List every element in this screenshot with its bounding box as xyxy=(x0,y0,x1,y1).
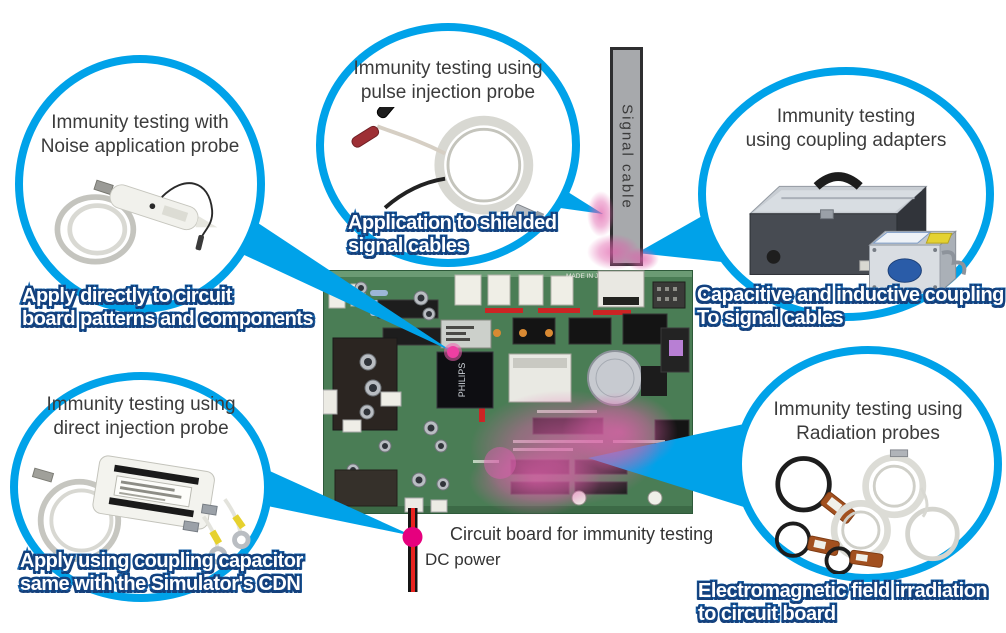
callout-title: Immunity testing using Radiation probes xyxy=(773,398,962,446)
side-connector xyxy=(322,389,338,415)
caption-line: Apply directly to circuit xyxy=(20,283,235,310)
callout-title: Immunity testing using direct injection … xyxy=(46,393,235,441)
caption-radiation-probes: Electromagnetic field irradiation to cir… xyxy=(695,578,990,628)
title-line: pulse injection probe xyxy=(360,82,536,103)
caption-direct-injection-probe: Apply using coupling capacitor same with… xyxy=(17,548,306,598)
callout-title: Immunity testing using pulse injection p… xyxy=(353,57,542,105)
mounting-hole xyxy=(647,490,663,506)
memory-chip xyxy=(568,317,612,345)
title-line: Radiation probes xyxy=(796,423,940,444)
tantalum-caps xyxy=(493,329,553,337)
caption-coupling-adapters: Capacitive and inductive coupling To sig… xyxy=(694,282,1006,332)
dc-connector xyxy=(404,497,424,513)
title-line: Immunity testing using xyxy=(773,399,963,420)
pcb-top-edge xyxy=(324,271,692,277)
callout-noise-application-probe: Immunity testing with Noise application … xyxy=(15,55,265,313)
caption-line: Apply using coupling capacitor xyxy=(18,548,306,575)
dc-power-marker xyxy=(402,527,423,547)
callout-radiation-probes: Immunity testing using Radiation probes xyxy=(734,346,1002,582)
pulse-injection-probe-photo xyxy=(351,107,545,229)
caption-pulse-injection-probe: Application to shielded signal cables xyxy=(345,210,560,260)
title-line: direct injection probe xyxy=(53,418,229,439)
pcb-bottom-edge xyxy=(324,506,692,513)
idc-connector xyxy=(652,281,686,309)
memory-chip xyxy=(622,313,668,345)
caption-line: Application to shielded xyxy=(346,210,560,237)
white-module-stripe xyxy=(513,358,567,368)
direct-injection-probe-photo xyxy=(31,455,251,565)
oscillator-text-lines xyxy=(446,326,474,341)
callout-title: Immunity testing using coupling adapters xyxy=(746,105,947,153)
title-line: Immunity testing xyxy=(776,106,916,127)
coupling-adapters-photo xyxy=(748,172,967,294)
dark-block xyxy=(334,469,398,507)
caption-line: same with the Simulator's CDN xyxy=(17,571,303,598)
mounting-hole xyxy=(571,490,587,506)
connector-pins xyxy=(603,297,639,305)
caption-line: board patterns and components xyxy=(19,306,316,333)
idc-pins xyxy=(657,287,677,301)
callout-coupling-adapters: Immunity testing using coupling adapters xyxy=(698,67,994,321)
circuit-board-svg: MADE IN JAPAN xyxy=(322,269,694,515)
signal-cable-label: Signal cable xyxy=(618,103,635,210)
circuit-board-label: Circuit board for immunity testing xyxy=(450,524,714,544)
callout-title: Immunity testing with Noise application … xyxy=(41,111,240,159)
noise-application-probe-photo xyxy=(54,179,218,265)
title-line: Immunity testing with xyxy=(51,112,229,133)
callout-direct-injection-probe: Immunity testing using direct injection … xyxy=(10,372,272,602)
ic-chip xyxy=(657,466,689,478)
title-line: Immunity testing using xyxy=(353,58,543,79)
bottom-connector xyxy=(430,499,448,513)
radiation-probes-photo xyxy=(774,449,960,574)
caption-line: to circuit board xyxy=(696,601,839,628)
eprom-window xyxy=(669,340,683,356)
title-line: using coupling adapters xyxy=(745,130,947,151)
signal-cable: Signal cable xyxy=(610,47,643,266)
circuit-board-image: MADE IN JAPAN xyxy=(322,269,694,515)
caption-line: signal cables xyxy=(345,233,470,260)
title-line: Immunity testing using xyxy=(46,394,236,415)
side-connector xyxy=(342,419,362,433)
made-in-japan-text: MADE IN JAPAN xyxy=(566,273,616,280)
caption-noise-application-probe: Apply directly to circuit board patterns… xyxy=(19,283,316,333)
dc-power-line xyxy=(408,508,418,592)
caption-line: Electromagnetic field irradiation xyxy=(695,578,990,605)
dc-power-label: DC power xyxy=(425,550,501,569)
philips-chip-text: PHILIPS xyxy=(457,363,467,398)
video-connector xyxy=(380,391,402,407)
caption-line: To signal cables xyxy=(694,305,846,332)
caption-line: Capacitive and inductive coupling xyxy=(695,282,1006,309)
title-line: Noise application probe xyxy=(40,136,240,157)
